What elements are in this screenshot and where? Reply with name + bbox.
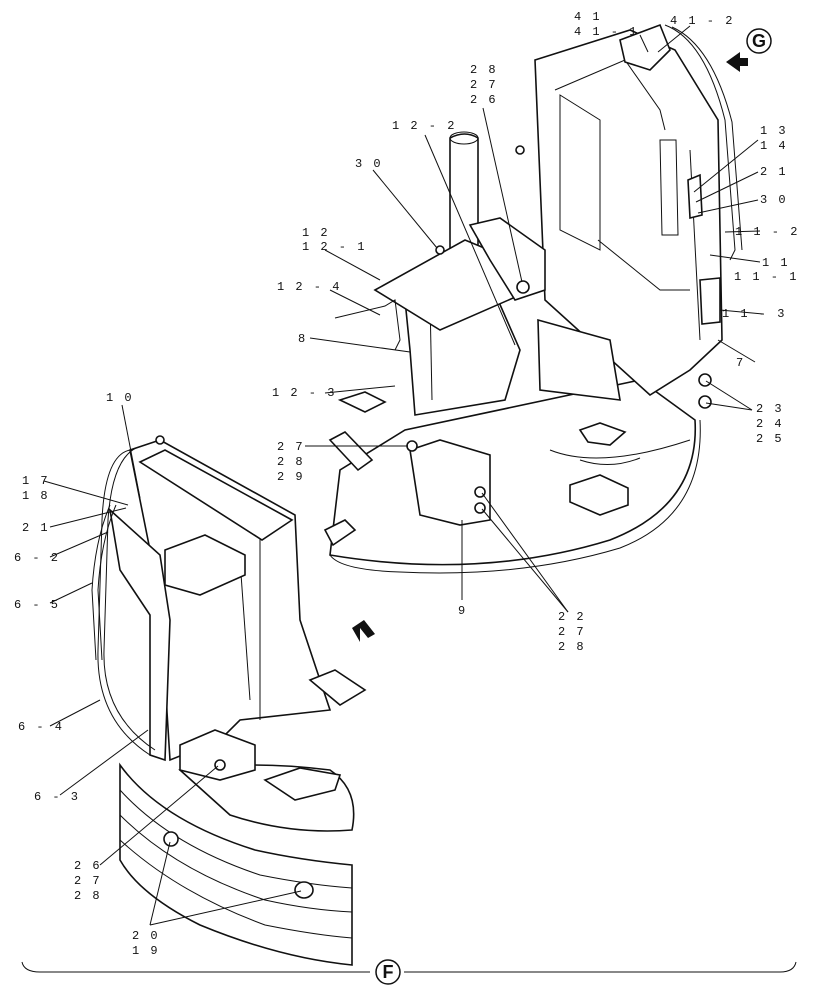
label-12-1: 1 2 - 1 [302, 240, 366, 254]
label-11-1: 1 1 - 1 [734, 270, 798, 284]
label-41-1: 4 1 - 1 [574, 25, 638, 39]
label-17: 1 7 [22, 474, 50, 488]
label-30: 3 0 [355, 157, 383, 171]
label-7: 7 [736, 356, 745, 370]
label-6-3: 6 - 3 [34, 790, 80, 804]
label-12-3: 1 2 - 3 [272, 386, 336, 400]
label-11-2: 1 1 - 2 [735, 225, 799, 239]
label-23: 2 3 [756, 402, 784, 416]
label-18: 1 8 [22, 489, 50, 503]
label-28: 2 8 [470, 63, 498, 77]
label-28c: 2 8 [558, 640, 586, 654]
label-21: 2 1 [760, 165, 788, 179]
lower-frame-assembly [91, 435, 367, 966]
label-8: 8 [298, 332, 307, 346]
label-11-3: 1 1 - 3 [722, 307, 786, 321]
label-27d: 2 7 [74, 874, 102, 888]
label-10: 1 0 [106, 391, 134, 405]
view-arrow-f-small [352, 620, 375, 642]
label-19: 1 9 [132, 944, 160, 958]
label-28b: 2 8 [277, 455, 305, 469]
label-11: 1 1 [762, 256, 790, 270]
label-27: 2 7 [470, 78, 498, 92]
label-25: 2 5 [756, 432, 784, 446]
label-27b: 2 7 [277, 440, 305, 454]
label-26: 2 6 [470, 93, 498, 107]
label-21b: 2 1 [22, 521, 50, 535]
label-14: 1 4 [760, 139, 788, 153]
label-9: 9 [458, 604, 467, 618]
label-27c: 2 7 [558, 625, 586, 639]
label-41-2: 4 1 - 2 [670, 14, 734, 28]
label-20: 2 0 [132, 929, 160, 943]
label-28d: 2 8 [74, 889, 102, 903]
leader-lines [43, 25, 764, 926]
label-30b: 3 0 [760, 193, 788, 207]
label-26b: 2 6 [74, 859, 102, 873]
view-arrow-g: G [726, 28, 772, 72]
label-13: 1 3 [760, 124, 788, 138]
label-12-4: 1 2 - 4 [277, 280, 341, 294]
callout-labels: 4 1 4 1 - 1 4 1 - 2 2 8 2 7 2 6 1 2 - 2 … [14, 10, 799, 958]
label-6-5: 6 - 5 [14, 598, 60, 612]
view-g-marker: G [752, 31, 766, 51]
label-12-2: 1 2 - 2 [392, 119, 456, 133]
label-24: 2 4 [756, 417, 784, 431]
label-12: 1 2 [302, 226, 330, 240]
view-f-bracket: F [21, 959, 797, 985]
view-f-marker: F [383, 962, 394, 982]
upper-frame-assembly [323, 23, 743, 574]
label-41: 4 1 [574, 10, 602, 24]
label-6-4: 6 - 4 [18, 720, 64, 734]
label-29: 2 9 [277, 470, 305, 484]
label-6-2: 6 - 2 [14, 551, 60, 565]
label-22: 2 2 [558, 610, 586, 624]
